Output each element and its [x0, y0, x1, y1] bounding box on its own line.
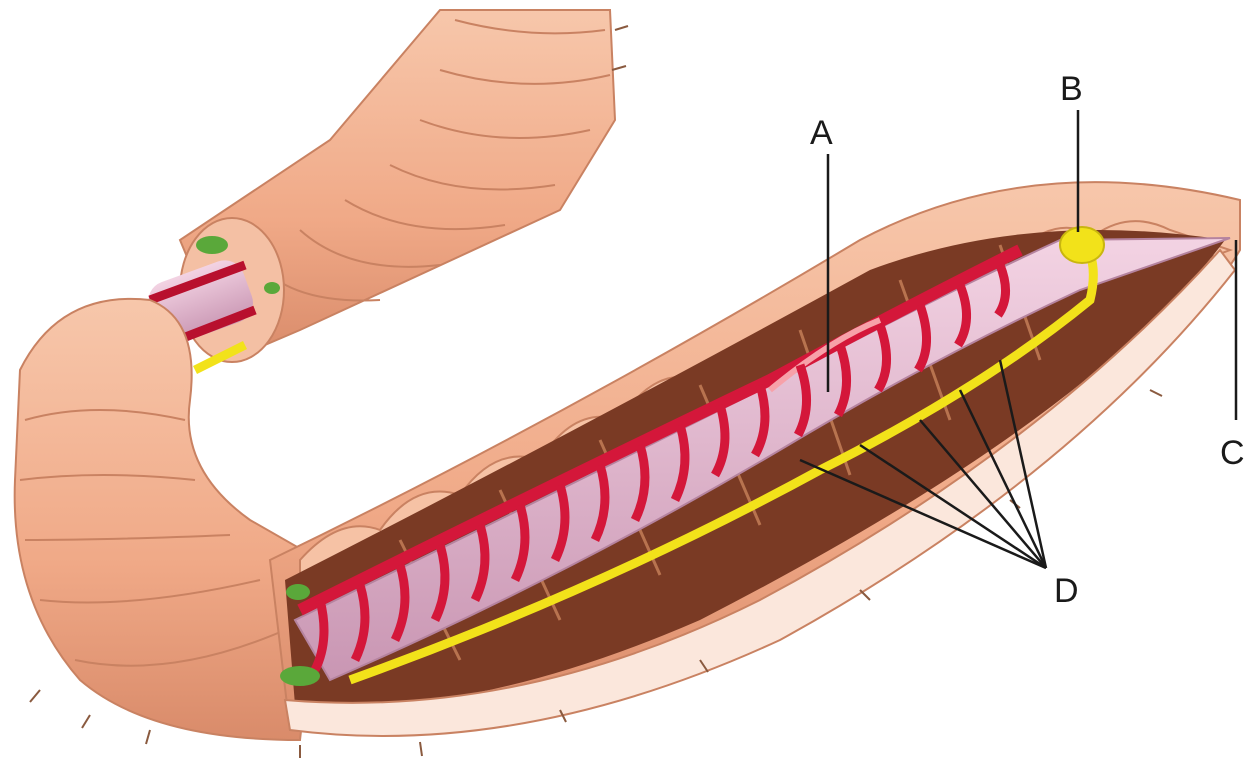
- cerebral-ganglion: [1060, 227, 1104, 263]
- worm-lower-body: [15, 299, 320, 740]
- worm-upper-segment: [143, 10, 615, 370]
- label-a: A: [810, 116, 833, 150]
- label-c: C: [1220, 436, 1245, 470]
- nephridia-upper: [196, 236, 228, 254]
- nephridia-lower: [286, 584, 310, 600]
- label-d: D: [1054, 574, 1079, 608]
- label-b: B: [1060, 72, 1083, 106]
